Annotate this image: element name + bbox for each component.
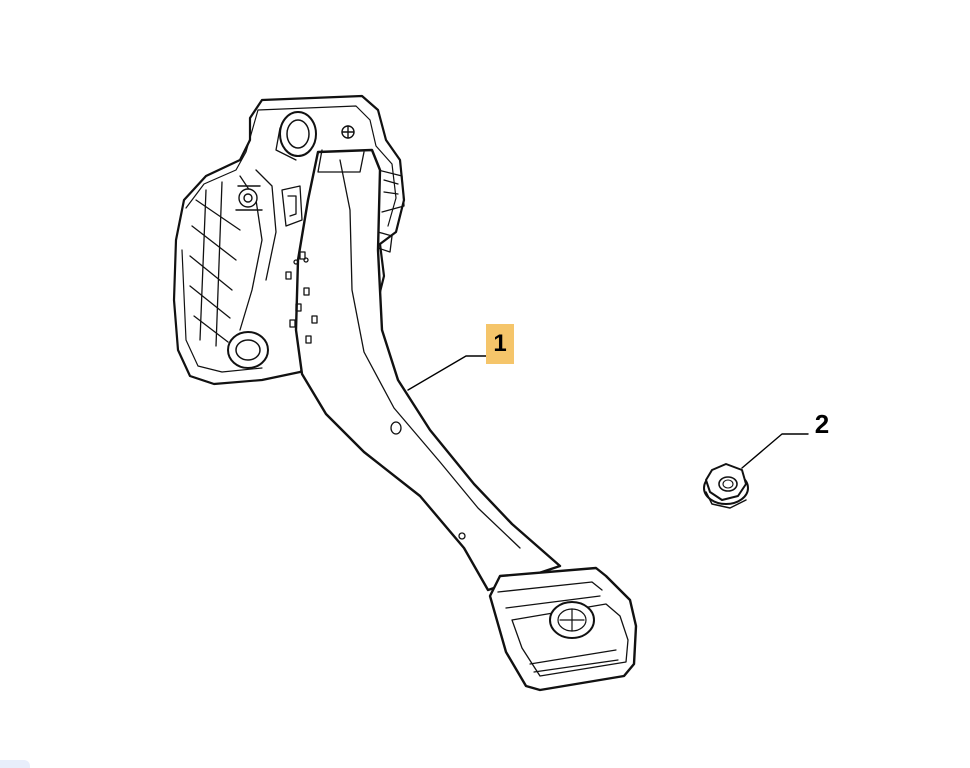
bracket-right-cheek: [281, 169, 405, 253]
callout-2-leader: [741, 433, 809, 469]
pad-emblem: [549, 601, 595, 639]
pedal-lever-fold: [339, 159, 521, 549]
bracket-flange-left: [181, 249, 263, 373]
callout-label-1: 1: [486, 324, 514, 364]
upper-pivot-boss: [275, 111, 317, 161]
pedal-lever: [294, 148, 562, 592]
spring-gear: [235, 185, 263, 211]
pedal-pad: [488, 566, 638, 692]
alignment-mark: [341, 125, 355, 139]
flange-nut: [703, 433, 809, 509]
bracket-inner-contour: [185, 105, 397, 227]
lever-holes: [285, 251, 466, 540]
callout-1-leader: [407, 355, 487, 391]
page-corner-tab: [0, 760, 30, 768]
pedal-assembly: [172, 94, 638, 692]
lower-pivot-boss: [227, 331, 269, 369]
pedal-lever-edge: [317, 149, 365, 173]
callout-label-2: 2: [814, 409, 830, 439]
